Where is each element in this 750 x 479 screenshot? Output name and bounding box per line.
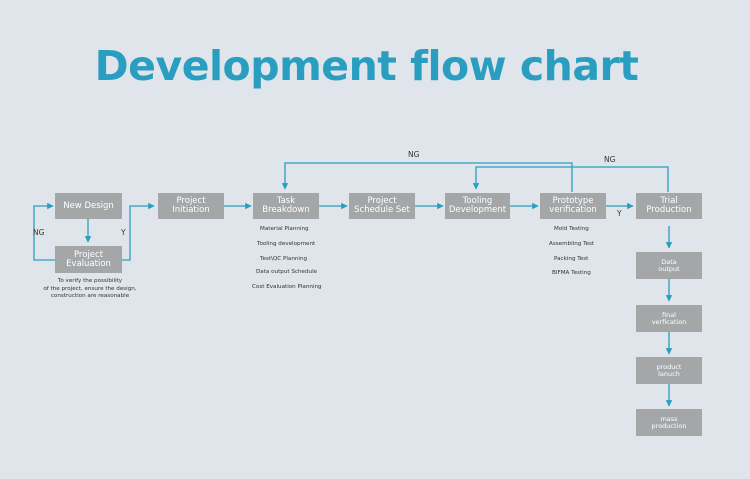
ng-label-prototype: NG — [408, 150, 420, 159]
arrow-ng-evaluation-to-design — [33, 202, 55, 261]
evaluation-description-line: construction are reasonable — [50, 293, 130, 300]
task-breakdown-item: Tooling development — [257, 241, 316, 247]
project-initiation-label-1: Project — [176, 196, 206, 207]
project-schedule-set-label-1: Project — [367, 196, 397, 207]
task-breakdown-box: Task Breakdown — [253, 193, 319, 219]
task-breakdown-item: Test\QC Planning — [260, 256, 308, 262]
product-launch-label-1: product — [656, 362, 682, 371]
mass-production-box: mass production — [636, 409, 702, 436]
arrow-y-evaluation-to-initiation — [122, 202, 155, 261]
data-output-box: Data output — [636, 252, 702, 279]
new-design-box: New Design — [55, 193, 122, 219]
arrow-ng-trial-to-tooling — [472, 166, 669, 192]
product-launch-box: product lanuch — [636, 357, 702, 384]
y-label-prototype: Y — [617, 209, 622, 218]
prototype-item: Packing Test — [554, 256, 589, 262]
prototype-verification-box: Prototype verification — [540, 193, 606, 219]
new-design-label: New Design — [63, 200, 114, 211]
data-output-label-1: Data — [661, 257, 677, 266]
prototype-item: Mold Testing — [554, 226, 589, 232]
mass-production-label-2: production — [651, 421, 687, 430]
project-initiation-label-2: Initiation — [172, 205, 210, 215]
evaluation-description-line: To verify the possibility — [57, 278, 123, 284]
project-evaluation-label-2: Evaluation — [66, 258, 111, 269]
task-breakdown-item: Cost Evaluation Planning — [252, 284, 322, 290]
evaluation-description-line: of the project, ensure the design, — [43, 285, 137, 292]
ng-label-evaluation: NG — [33, 228, 45, 237]
evaluation-description: To verify the possibility of the project… — [30, 278, 150, 301]
prototype-verification-label-2: verification — [549, 205, 597, 215]
task-breakdown-item: Data output Schedule — [256, 269, 318, 275]
mass-production-label-1: mass — [660, 414, 678, 423]
prototype-verification-label-1: Prototype — [552, 196, 594, 207]
tooling-development-label-1: Tooling — [462, 196, 493, 207]
page-title: Development flow chart — [94, 42, 639, 90]
trial-production-label-1: Trial — [660, 196, 678, 207]
y-label-evaluation: Y — [121, 228, 126, 237]
final-verification-label-2: verfication — [651, 317, 687, 326]
project-evaluation-label-1: Project — [73, 249, 104, 260]
tooling-development-box: Tooling Development — [445, 193, 510, 219]
prototype-item: BIFMA Testing — [552, 270, 591, 276]
trial-production-box: Trial Production — [636, 193, 702, 219]
final-verification-label-1: final — [661, 310, 676, 319]
tooling-development-label-2: Development — [448, 205, 507, 215]
product-launch-label-2: lanuch — [658, 369, 680, 378]
project-evaluation-box: Project Evaluation — [55, 246, 122, 273]
final-verification-box: final verfication — [636, 305, 702, 332]
prototype-item: Assembling Test — [549, 241, 595, 247]
ng-label-trial: NG — [604, 155, 616, 164]
arrow-ng-prototype-to-breakdown — [281, 162, 573, 192]
project-schedule-set-box: Project Schedule Set — [349, 193, 415, 219]
project-initiation-box: Project Initiation — [158, 193, 224, 219]
data-output-label-2: output — [658, 264, 680, 273]
task-breakdown-label-1: Task — [276, 196, 296, 207]
project-schedule-set-label-2: Schedule Set — [354, 205, 410, 215]
task-breakdown-label-2: Breakdown — [262, 205, 310, 215]
trial-production-label-2: Production — [646, 205, 692, 215]
task-breakdown-item: Material Planning — [260, 226, 309, 232]
